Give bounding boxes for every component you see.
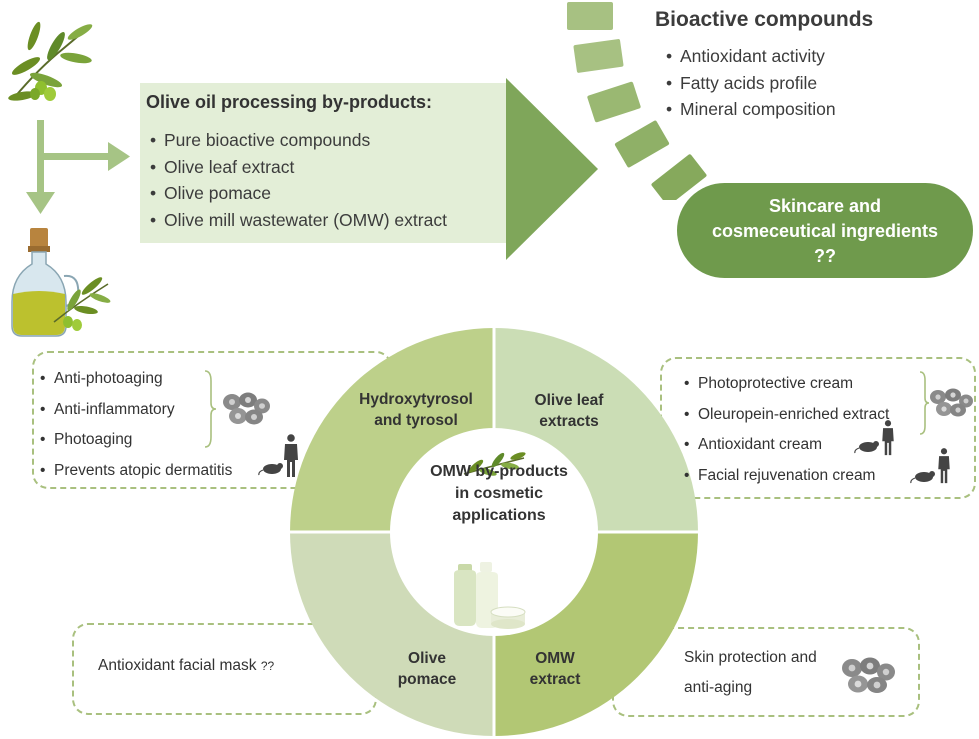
use-item: Oleuropein-enriched extract [682, 400, 889, 431]
use-item: Antioxidant cream [682, 430, 889, 461]
bioactive-item: Antioxidant activity [664, 43, 836, 70]
pomace-use: Antioxidant facial mask ?? [98, 657, 274, 675]
processing-item: Olive leaf extract [148, 154, 447, 181]
pomace-use-question: ?? [260, 659, 275, 673]
bioactive-item: Fatty acids profile [664, 70, 836, 97]
olive-branch-icon [8, 21, 93, 101]
human-figure-icon [938, 448, 950, 484]
human-figure-icon [882, 420, 894, 456]
processing-item: Pure bioactive compounds [148, 127, 447, 154]
use-item: Anti-photoaging [38, 364, 232, 395]
olive-leaf-label: Olive leaf extracts [534, 392, 604, 430]
bracket [919, 371, 930, 435]
use-item: Photoaging [38, 425, 232, 456]
use-item: Anti-inflammatory [38, 395, 232, 426]
olive-oil-bottle-icon [11, 228, 111, 337]
flow-arrows [26, 120, 130, 214]
processing-title: Olive oil processing by-products: [146, 92, 433, 112]
olive-leaf-uses-list: Photoprotective cream Oleuropein-enriche… [682, 369, 889, 491]
skincare-label: Skincare and cosmeceutical ingredients ?… [711, 196, 939, 266]
bioactive-title: Bioactive compounds [655, 8, 874, 31]
bioactive-list: Antioxidant activity Fatty acids profile… [664, 43, 836, 123]
small-olive-branch-icon [463, 452, 526, 476]
bioactive-item: Mineral composition [664, 96, 836, 123]
use-item: Photoprotective cream [682, 369, 889, 400]
pomace-label: Olive pomace [397, 650, 457, 688]
pomace-use-label: Antioxidant facial mask [98, 657, 257, 674]
cell-cluster-icon [223, 392, 270, 425]
human-figure-icon [284, 434, 298, 477]
skincare-pill: Skincare and cosmeceutical ingredients ?… [677, 183, 973, 278]
by-products-ring [290, 328, 698, 736]
processing-item: Olive pomace [148, 180, 447, 207]
omw-use-label: Skin protection and anti-aging [684, 649, 817, 696]
cosmetic-bottles-icon [454, 562, 526, 629]
processing-item: Olive mill wastewater (OMW) extract [148, 207, 447, 234]
mouse-icon [854, 441, 879, 454]
processing-list: Pure bioactive compounds Olive leaf extr… [148, 127, 447, 233]
center-label: OMW by-products in cosmetic applications [430, 463, 568, 524]
omw-label: OMW extract [529, 650, 581, 688]
cell-cluster-icon [930, 388, 973, 417]
curved-step-arrow [567, 2, 707, 200]
use-item: Prevents atopic dermatitis [38, 456, 232, 487]
cell-cluster-icon [842, 657, 895, 693]
hydroxytyrosol-uses-list: Anti-photoaging Anti-inflammatory Photoa… [38, 364, 232, 486]
mouse-icon [258, 463, 283, 476]
processing-arrow [506, 78, 598, 260]
hydroxytyrosol-label: Hydroxytyrosol and tyrosol [359, 391, 473, 429]
bracket [204, 370, 217, 448]
mouse-icon [910, 471, 935, 484]
use-item: Facial rejuvenation cream [682, 461, 889, 492]
